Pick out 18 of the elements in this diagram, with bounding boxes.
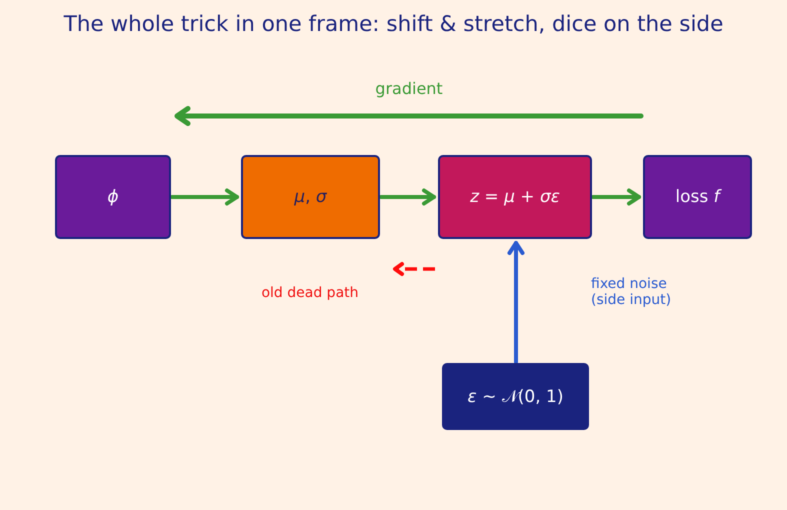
process-box	[442, 363, 589, 430]
math-label: ϕ	[107, 186, 119, 208]
annotation-label: old dead path	[260, 284, 360, 303]
annotation-label: gradient	[374, 78, 444, 100]
process-box	[643, 155, 752, 239]
math-label: ε ~ 𝒩(0, 1)	[468, 386, 564, 408]
arrow	[508, 241, 524, 364]
process-box	[438, 155, 592, 239]
math-label: loss f	[675, 186, 720, 208]
title: The whole trick in one frame: shift & stretch, dice on the side	[62, 11, 724, 39]
math-label: z = μ + σε	[470, 186, 560, 208]
process-box	[55, 155, 171, 239]
math-label: μ, σ	[294, 186, 327, 208]
annotation-label: fixed noise (side input)	[591, 276, 672, 308]
arrow	[170, 188, 239, 206]
arrow	[379, 188, 436, 206]
arrow	[591, 188, 641, 206]
process-box	[241, 155, 380, 239]
